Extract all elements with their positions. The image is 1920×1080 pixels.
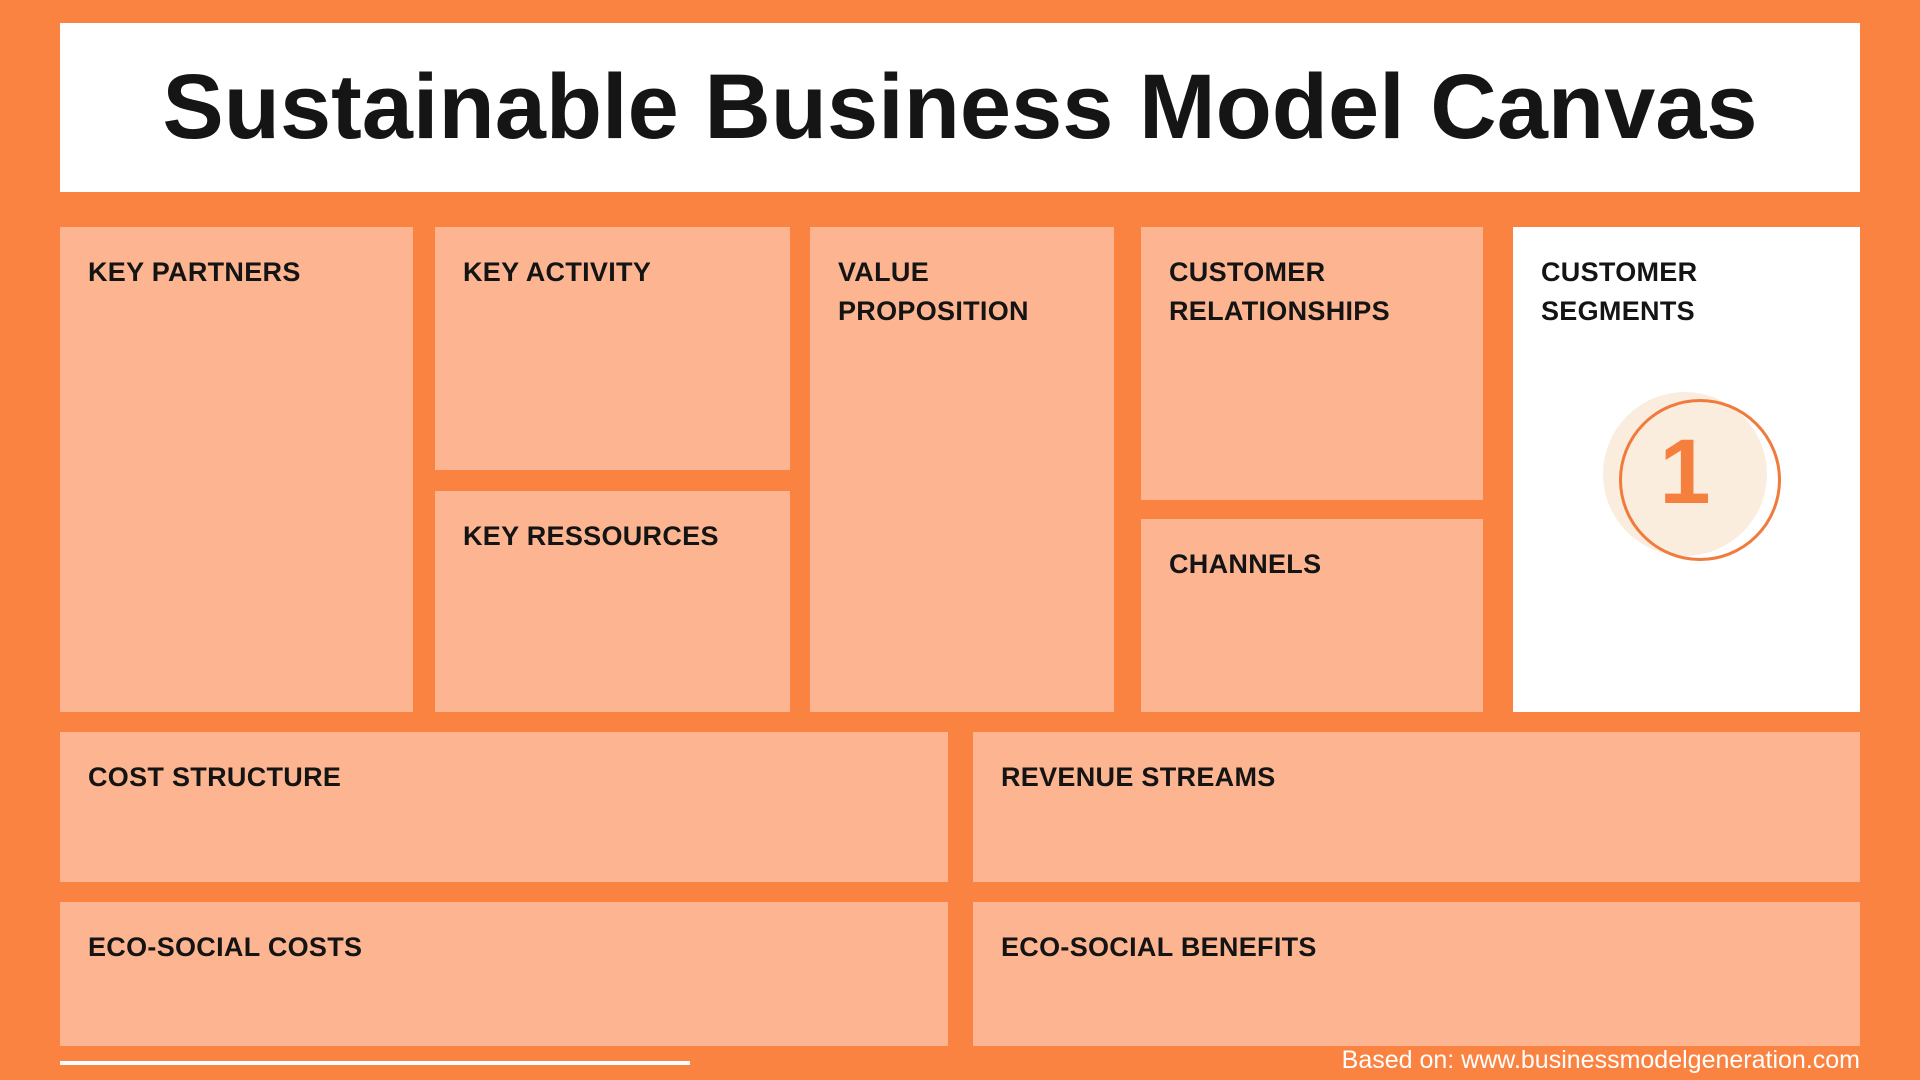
cell-key-activity: KEY ACTIVITY [435,227,790,470]
segment-badge-number: 1 [1659,421,1711,523]
footer-divider-line [60,1061,690,1065]
segment-badge-outline-circle [1619,399,1781,561]
cell-key-activity-label: KEY ACTIVITY [463,257,652,287]
cell-eco-social-benefits: ECO-SOCIAL BENEFITS [973,902,1860,1046]
page-title: Sustainable Business Model Canvas [162,56,1758,158]
cell-revenue-streams-label: REVENUE STREAMS [1001,762,1276,792]
cell-value-proposition-label: VALUE PROPOSITION [838,257,1029,327]
segment-badge-circle: 1 [1603,392,1767,556]
title-banner: Sustainable Business Model Canvas [60,23,1860,192]
cell-eco-social-costs: ECO-SOCIAL COSTS [60,902,948,1046]
cell-key-ressources-label: KEY RESSOURCES [463,521,719,551]
cell-customer-relationships-label: CUSTOMER RELATIONSHIPS [1169,257,1390,327]
cell-eco-social-benefits-label: ECO-SOCIAL BENEFITS [1001,932,1317,962]
cell-customer-segments: CUSTOMER SEGMENTS 1 [1513,227,1860,712]
cell-key-partners-label: KEY PARTNERS [88,257,301,287]
cell-channels-label: CHANNELS [1169,549,1322,579]
cell-channels: CHANNELS [1141,519,1483,712]
cell-key-ressources: KEY RESSOURCES [435,491,790,712]
cell-customer-relationships: CUSTOMER RELATIONSHIPS [1141,227,1483,500]
footer-credit-text: Based on: www.businessmodelgeneration.co… [1341,1046,1860,1074]
cell-value-proposition: VALUE PROPOSITION [810,227,1114,712]
cell-cost-structure: COST STRUCTURE [60,732,948,882]
cell-cost-structure-label: COST STRUCTURE [88,762,342,792]
cell-customer-segments-label: CUSTOMER SEGMENTS [1541,257,1698,327]
cell-eco-social-costs-label: ECO-SOCIAL COSTS [88,932,363,962]
cell-revenue-streams: REVENUE STREAMS [973,732,1860,882]
cell-key-partners: KEY PARTNERS [60,227,413,712]
